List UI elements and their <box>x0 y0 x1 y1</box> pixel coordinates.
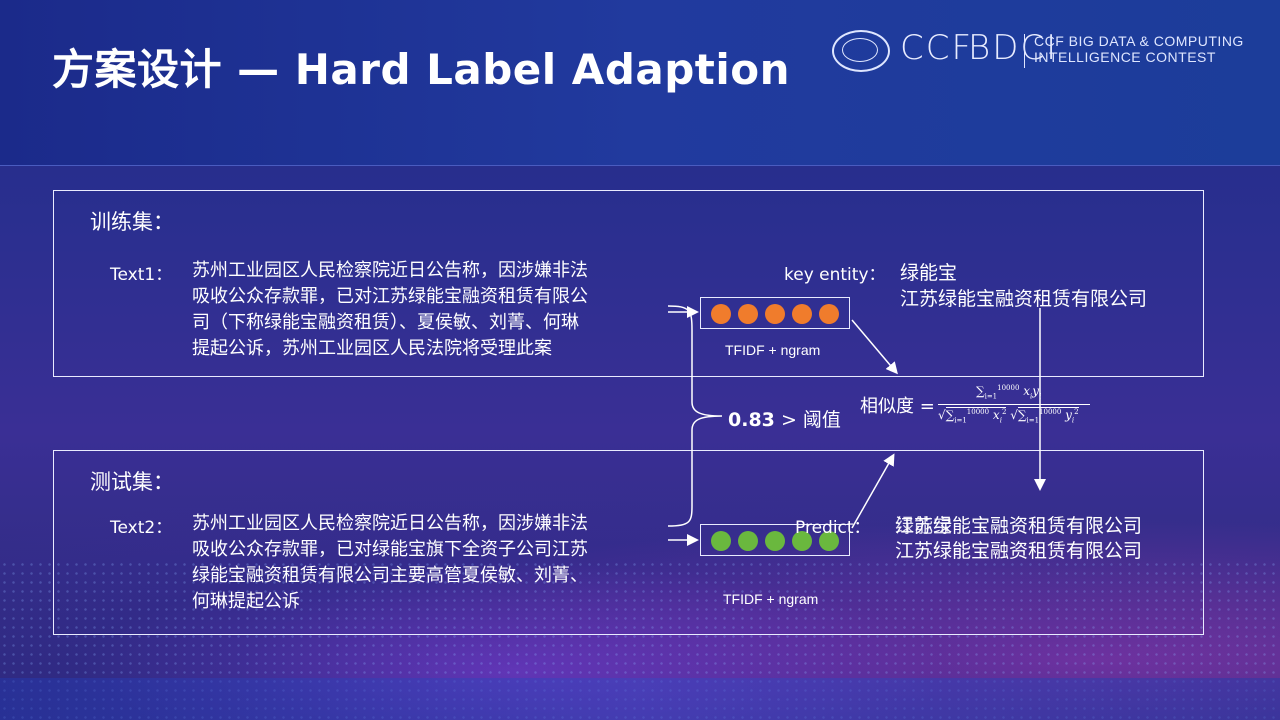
train-vector-label: TFIDF + ngram <box>725 342 821 358</box>
text1-line: 苏州工业园区人民检察院近日公告称，因涉嫌非法 <box>192 260 588 281</box>
formula-fraction-bar <box>938 404 1090 405</box>
vector-dot <box>819 531 839 551</box>
text1-line: 提起公诉，苏州工业园区人民法院将受理此案 <box>192 338 552 359</box>
vector-dot <box>738 304 758 324</box>
threshold-text: > 阈值 <box>780 409 841 431</box>
page-title: 方案设计 — Hard Label Adaption <box>52 45 791 94</box>
key-entity-2: 江苏绿能宝融资租赁有限公司 <box>900 288 1148 310</box>
test-vector-label: TFIDF + ngram <box>723 591 819 607</box>
contest-name-line1: CCF BIG DATA & COMPUTING <box>1034 33 1244 49</box>
predict-overlap-text: 绿能宝 <box>895 515 953 537</box>
vector-dot <box>711 304 731 324</box>
test-set-heading: 测试集： <box>90 470 174 494</box>
threshold: 0.83 > 阈值 <box>728 405 841 432</box>
vector-dot <box>792 304 812 324</box>
text2-label: Text2： <box>110 518 173 538</box>
text2-line: 何琳提起公诉 <box>192 591 300 612</box>
training-set-panel <box>53 190 1204 377</box>
vector-dot <box>819 304 839 324</box>
ccf-logo: CCF <box>900 28 974 68</box>
text2-line: 绿能宝融资租赁有限公司主要高管夏侯敏、刘菁、 <box>192 565 588 586</box>
text1-paragraph: 苏州工业园区人民检察院近日公告称，因涉嫌非法 吸收公众存款罪，已对江苏绿能宝融资… <box>192 258 672 362</box>
contest-name: CCF BIG DATA & COMPUTING INTELLIGENCE CO… <box>1034 33 1244 65</box>
arrow-train-to-similarity <box>851 319 898 375</box>
text1-line: 吸收公众存款罪，已对江苏绿能宝融资租赁有限公 <box>192 286 588 307</box>
vector-dot <box>765 304 785 324</box>
test-vector <box>700 524 850 556</box>
threshold-value: 0.83 <box>728 409 775 431</box>
bottom-bar <box>0 678 1280 720</box>
vector-dot <box>765 531 785 551</box>
train-vector <box>700 297 850 329</box>
key-entity-label: key entity： <box>784 265 886 285</box>
test-set-panel <box>53 450 1204 635</box>
contest-name-line2: INTELLIGENCE CONTEST <box>1034 49 1216 65</box>
bdci-logo: BDCI <box>968 28 1059 68</box>
ccf-seal-logo <box>832 30 890 72</box>
vector-dot <box>711 531 731 551</box>
logo-divider <box>1024 34 1025 68</box>
arrow-test-to-similarity <box>851 453 895 529</box>
vector-dot <box>792 531 812 551</box>
text1-label: Text1： <box>110 265 173 285</box>
vector-dot <box>738 531 758 551</box>
key-entity-1: 绿能宝 <box>900 262 958 284</box>
prediction-2: 江苏绿能宝融资租赁有限公司 <box>895 540 1143 562</box>
header-bar <box>0 0 1280 166</box>
predict-label: Predict： <box>795 518 871 538</box>
prediction-1: 江苏绿能宝融资租赁有限公司 <box>895 515 1143 537</box>
formula-denominator: √∑i=110000 xi2 √∑i=110000 yi2 <box>938 407 1079 425</box>
similarity-label: 相似度 = <box>860 396 935 417</box>
training-set-heading: 训练集： <box>90 210 174 234</box>
text2-line: 吸收公众存款罪，已对绿能宝旗下全资子公司江苏 <box>192 539 588 560</box>
brace-connector <box>667 305 723 527</box>
text2-paragraph: 苏州工业园区人民检察院近日公告称，因涉嫌非法 吸收公众存款罪，已对绿能宝旗下全资… <box>192 511 672 615</box>
text1-line: 司（下称绿能宝融资租赁）、夏侯敏、刘菁、何琳 <box>192 312 579 333</box>
text2-line: 苏州工业园区人民检察院近日公告称，因涉嫌非法 <box>192 513 588 534</box>
